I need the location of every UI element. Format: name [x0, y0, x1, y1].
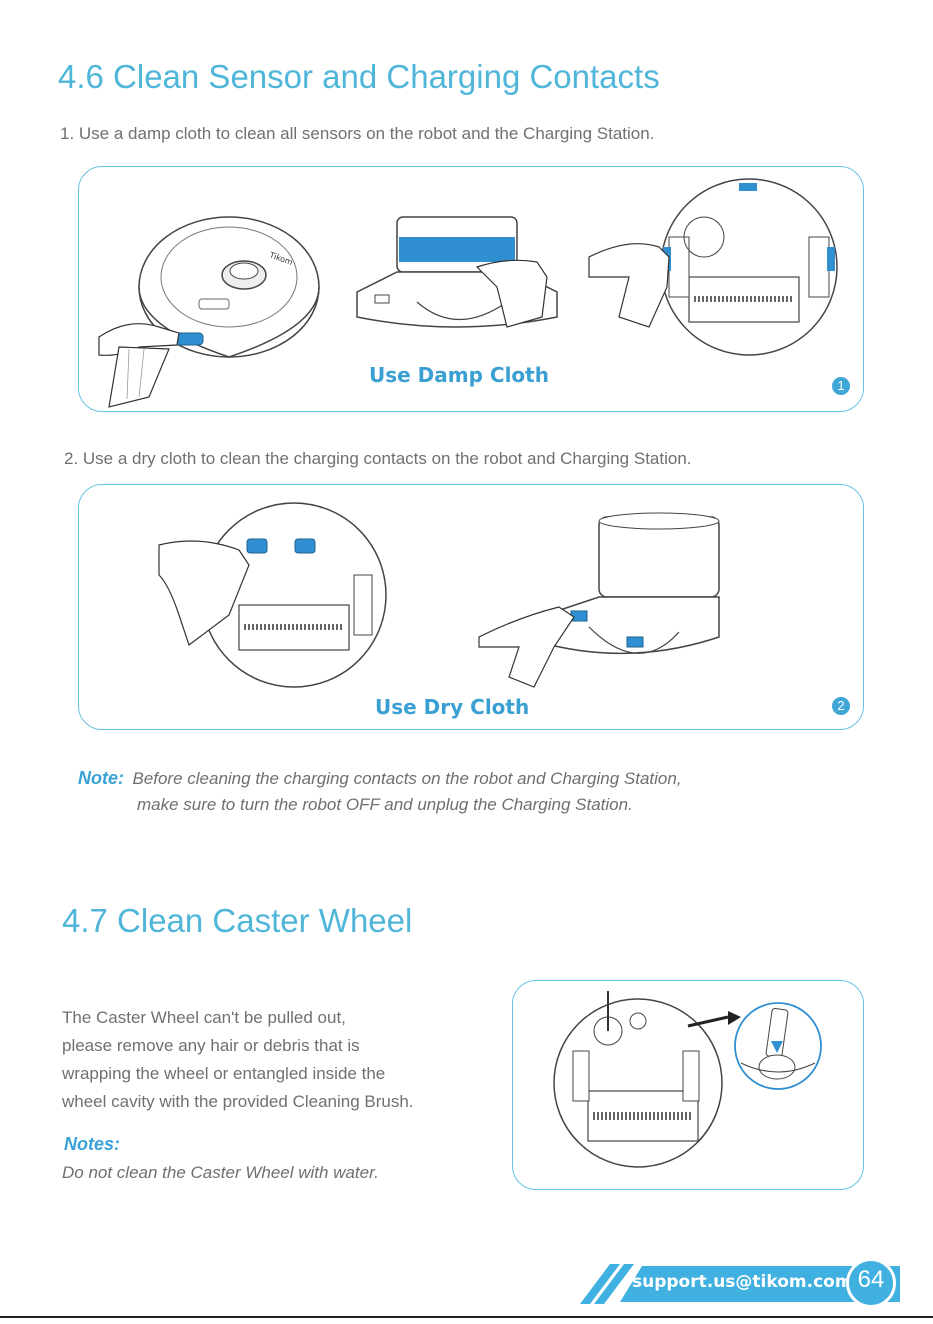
- panel-1-badge: 1: [832, 377, 850, 395]
- step-2-text: 2. Use a dry cloth to clean the charging…: [64, 449, 692, 468]
- note-block: Note: Before cleaning the charging conta…: [78, 768, 898, 815]
- caster-wheel-instructions: The Caster Wheel can't be pulled out, pl…: [62, 1004, 502, 1116]
- station-contacts-wiping-illustration: [478, 512, 720, 688]
- note-line-1: Before cleaning the charging contacts on…: [132, 769, 682, 788]
- damp-cloth-caption: Use Damp Cloth: [369, 363, 549, 387]
- page-number: 64: [857, 1266, 885, 1293]
- robot-caster-illustration: [553, 991, 822, 1168]
- section-title-4-6: 4.6 Clean Sensor and Charging Contacts: [58, 58, 660, 95]
- notes-label: Notes:: [64, 1134, 121, 1154]
- footer-stripes: [580, 1264, 634, 1304]
- charging-station-wiping-illustration: [356, 216, 558, 328]
- robot-contacts-wiping-illustration: [158, 502, 387, 688]
- body-line-2: please remove any hair or debris that is: [62, 1036, 360, 1055]
- body-line-4: wheel cavity with the provided Cleaning …: [62, 1092, 414, 1111]
- body-line-3: wrapping the wheel or entangled inside t…: [62, 1064, 386, 1083]
- note-line-2: make sure to turn the robot OFF and unpl…: [137, 795, 633, 814]
- robot-top-wiping-illustration: Tikom: [98, 216, 320, 408]
- note-label: Note:: [78, 768, 124, 788]
- footer-email[interactable]: support.us@tikom.com: [632, 1272, 853, 1292]
- body-line-1: The Caster Wheel can't be pulled out,: [62, 1008, 346, 1027]
- dry-cloth-panel: Use Dry Cloth 2: [78, 484, 864, 730]
- notes-text: Do not clean the Caster Wheel with water…: [62, 1163, 379, 1182]
- footer-bottom-line: [0, 1316, 933, 1318]
- dry-cloth-caption: Use Dry Cloth: [375, 695, 530, 719]
- panel-2-badge: 2: [832, 697, 850, 715]
- section-title-4-7: 4.7 Clean Caster Wheel: [62, 902, 413, 939]
- robot-bottom-wiping-illustration: [588, 178, 838, 356]
- step-1-text: 1. Use a damp cloth to clean all sensors…: [60, 124, 655, 143]
- page-number-badge: [846, 1258, 896, 1308]
- caster-wheel-panel: [512, 980, 864, 1190]
- damp-cloth-panel: Tikom Use Damp Cloth 1: [78, 166, 864, 412]
